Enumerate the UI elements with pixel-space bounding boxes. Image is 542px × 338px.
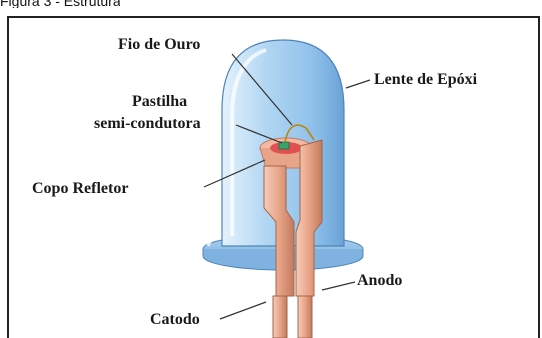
label-anodo: Anodo: [357, 272, 402, 290]
label-pastilha-line2: semi-condutora: [94, 115, 201, 133]
label-catodo: Catodo: [150, 311, 200, 329]
leader-anodo: [322, 282, 355, 290]
label-pastilha-line1: Pastilha: [132, 93, 187, 111]
leader-catodo: [220, 302, 266, 319]
label-lente-de-epoxi: Lente de Epóxi: [374, 71, 477, 89]
leader-lente: [346, 80, 370, 88]
label-copo-refletor: Copo Refletor: [32, 180, 128, 198]
label-fio-de-ouro: Fio de Ouro: [118, 36, 200, 54]
